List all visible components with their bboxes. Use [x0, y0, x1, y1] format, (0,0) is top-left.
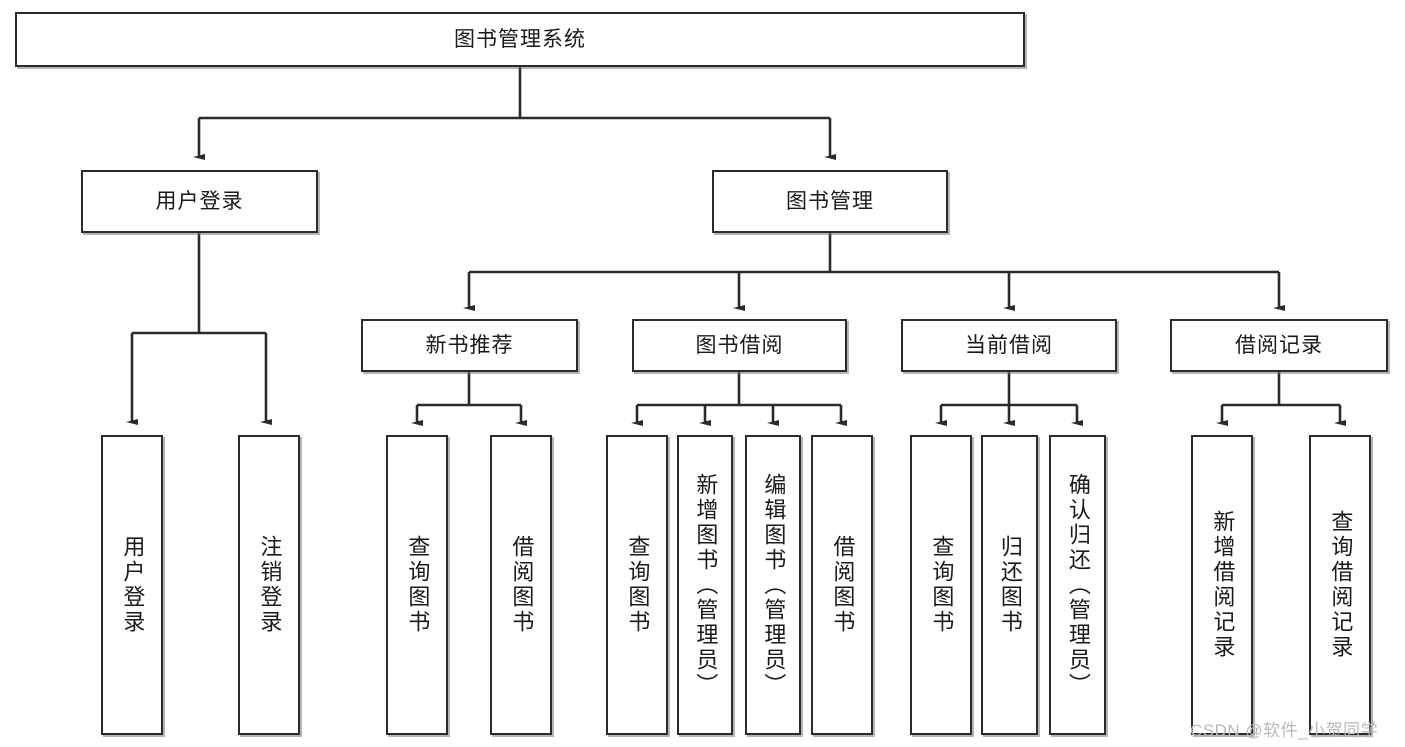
leaf-edit-book-admin[interactable]: 编辑图书（管理员） [745, 435, 801, 735]
leaf-borrow-books-recommendation[interactable]: 借阅图书 [490, 435, 552, 735]
leaf-add-borrowing-record[interactable]: 新增借阅记录 [1191, 435, 1253, 735]
leaf-query-books-current[interactable]: 查询图书 [910, 435, 972, 735]
node-label: 图书管理 [786, 189, 874, 213]
node-label: 当前借阅 [965, 333, 1053, 357]
leaf-confirm-return-admin[interactable]: 确认归还（管理员） [1049, 435, 1106, 735]
node-root-book-management-system[interactable]: 图书管理系统 [15, 12, 1025, 67]
node-label: 新书推荐 [425, 333, 514, 357]
node-label: 查询图书 [929, 535, 955, 635]
node-book-management[interactable]: 图书管理 [712, 170, 948, 233]
node-label: 新增借阅记录 [1210, 510, 1236, 660]
node-label: 查询图书 [625, 535, 651, 635]
node-current-borrowing[interactable]: 当前借阅 [901, 319, 1117, 372]
node-label: 借阅记录 [1235, 333, 1323, 357]
node-label: 注销登录 [257, 535, 283, 635]
node-label: 确认归还（管理员） [1065, 472, 1091, 698]
node-label: 归还图书 [997, 535, 1023, 635]
node-label: 用户登录 [120, 535, 146, 635]
node-label: 用户登录 [155, 189, 244, 213]
node-label: 图书管理系统 [454, 27, 586, 51]
node-label: 借阅图书 [830, 535, 856, 635]
leaf-add-book-admin[interactable]: 新增图书（管理员） [677, 435, 733, 735]
node-label: 借阅图书 [509, 535, 535, 635]
node-label: 查询图书 [405, 535, 431, 635]
leaf-query-books-recommendation[interactable]: 查询图书 [386, 435, 448, 735]
node-label: 编辑图书（管理员） [761, 472, 787, 698]
node-label: 查询借阅记录 [1328, 510, 1354, 660]
leaf-return-books[interactable]: 归还图书 [981, 435, 1038, 735]
node-label: 新增图书（管理员） [693, 472, 719, 698]
leaf-query-borrowing-record[interactable]: 查询借阅记录 [1309, 435, 1371, 735]
node-borrowing-records[interactable]: 借阅记录 [1170, 319, 1388, 372]
leaf-borrow-books-borrowing[interactable]: 借阅图书 [811, 435, 873, 735]
node-book-borrowing[interactable]: 图书借阅 [632, 319, 847, 372]
watermark-text: CSDN @软件_小贺同学 [1190, 721, 1379, 740]
node-user-login[interactable]: 用户登录 [81, 170, 318, 233]
leaf-logout[interactable]: 注销登录 [238, 435, 300, 735]
node-label: 图书借阅 [695, 333, 784, 357]
leaf-user-login[interactable]: 用户登录 [101, 435, 163, 735]
leaf-query-books-borrowing[interactable]: 查询图书 [606, 435, 668, 735]
node-new-book-recommendation[interactable]: 新书推荐 [361, 319, 578, 372]
